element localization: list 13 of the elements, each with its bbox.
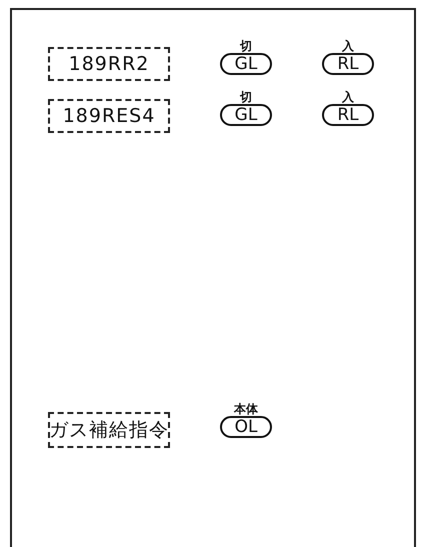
signal-label-box: 189RR2 [48, 47, 170, 81]
signal-label-box: ガス補給指令 [48, 412, 170, 448]
lamp-caption: 本体 [234, 403, 258, 416]
indicator-lamp: GL [220, 104, 272, 126]
indicator-lamp: RL [322, 53, 374, 75]
lamp-caption: 切 [240, 40, 252, 53]
signal-label-box: 189RES4 [48, 99, 170, 133]
lamp-caption: 入 [342, 91, 354, 104]
lamp-caption: 入 [342, 40, 354, 53]
indicator-lamp: RL [322, 104, 374, 126]
indicator-lamp: GL [220, 53, 272, 75]
indicator-lamp: OL [220, 416, 272, 438]
lamp-caption: 切 [240, 91, 252, 104]
